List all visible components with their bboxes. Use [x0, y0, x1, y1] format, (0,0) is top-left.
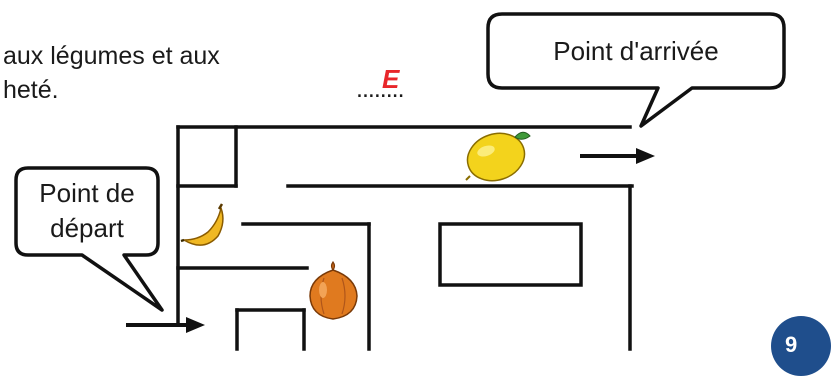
arrival-speech-bubble [486, 12, 786, 128]
lemon-icon [465, 131, 531, 182]
maze-figure [14, 12, 786, 351]
departure-speech-bubble [14, 166, 164, 312]
onion-icon [309, 260, 358, 320]
page-number: 9 [785, 332, 798, 357]
departure-label-line-1: Point de [39, 178, 135, 208]
departure-label-line-2: départ [50, 213, 124, 243]
answer-dots: ........ [356, 75, 405, 103]
page-number-badge: 9 [771, 316, 831, 376]
instruction-line-1: aux légumes et aux [3, 42, 220, 70]
arrow-right-icon [580, 148, 655, 164]
instruction-line-2: heté. [3, 76, 59, 104]
maze-walls [176, 125, 634, 351]
arrow-right-icon [126, 317, 205, 333]
answer-letter: E [382, 64, 400, 94]
banana-icon [180, 203, 224, 246]
arrival-label: Point d'arrivée [553, 36, 719, 66]
